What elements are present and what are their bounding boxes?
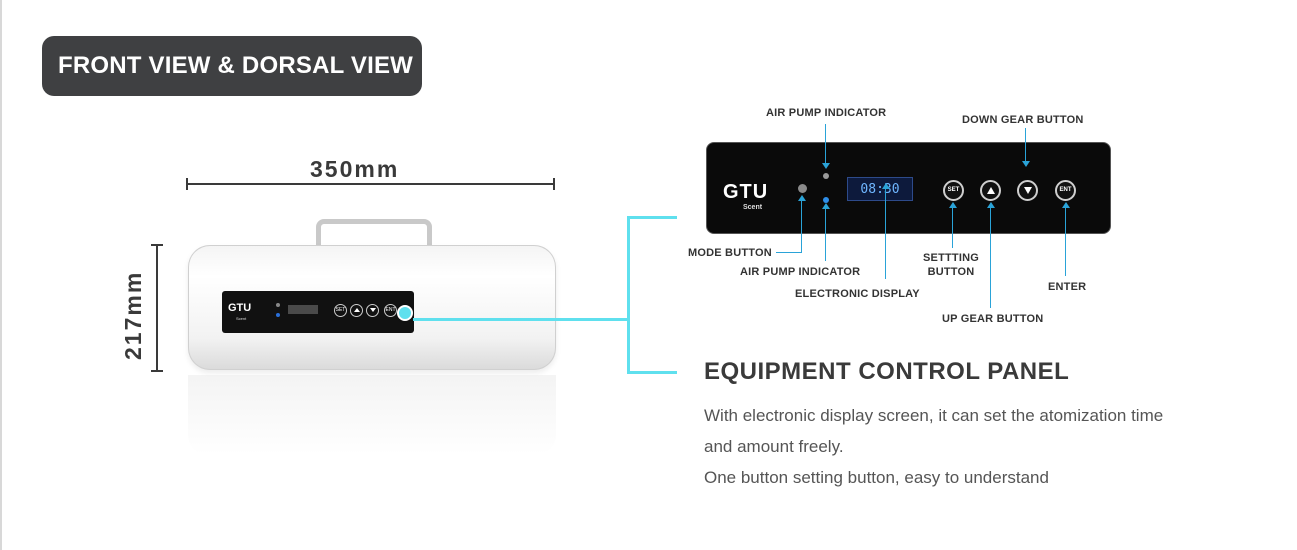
up-gear-button	[980, 180, 1001, 201]
width-dimension-tick-left	[186, 178, 188, 190]
set-button: SET	[943, 180, 964, 201]
down-arrow-icon	[1023, 187, 1032, 194]
panel-logo-sub: Scent	[743, 204, 763, 211]
height-dimension-tick-top	[151, 244, 163, 246]
connector-bracket-bottom	[627, 371, 677, 374]
device-logo: GTU	[228, 302, 252, 314]
callout-air-pump-indicator-top: AIR PUMP INDICATOR	[766, 107, 887, 119]
down-gear-button	[1017, 180, 1038, 201]
arrow-setting	[952, 206, 953, 248]
arrow-head-air-pump-bottom	[822, 203, 830, 209]
device-set-button: SET	[334, 304, 347, 317]
arrow-head-air-pump-top	[822, 163, 830, 169]
up-arrow-icon	[986, 187, 995, 194]
section-header: FRONT VIEW & DORSAL VIEW	[42, 36, 422, 96]
arrow-display	[885, 188, 886, 279]
arrow-enter	[1065, 206, 1066, 276]
panel-logo: GTU	[723, 181, 769, 203]
arrow-up-gear	[990, 206, 991, 308]
arrow-head-display	[882, 183, 890, 189]
callout-enter: ENTER	[1048, 281, 1087, 293]
height-dimension-tick-bottom	[151, 370, 163, 372]
callout-up-gear-button: UP GEAR BUTTON	[942, 313, 1044, 325]
arrow-head-up-gear	[987, 202, 995, 208]
mode-button-led	[798, 184, 807, 193]
width-dimension-label: 350mm	[310, 156, 400, 182]
height-dimension-label: 217mm	[120, 270, 146, 360]
page-left-border	[0, 0, 2, 550]
connector-bracket-top	[627, 216, 677, 219]
callout-air-pump-indicator-bottom: AIR PUMP INDICATOR	[740, 266, 861, 278]
arrow-head-mode	[798, 195, 806, 201]
arrow-down-gear	[1025, 128, 1026, 162]
callout-setting-button: SETTTING BUTTON	[920, 252, 982, 278]
device-mode-led	[276, 303, 280, 307]
air-pump-led-bottom	[823, 197, 829, 203]
arrow-head-enter	[1062, 202, 1070, 208]
description-line-3: One button setting button, easy to under…	[704, 468, 1049, 487]
callout-down-gear-button: DOWN GEAR BUTTON	[962, 114, 1084, 126]
height-dimension-line	[156, 244, 158, 372]
callout-mode-button: MODE BUTTON	[688, 247, 772, 259]
connector-dot	[397, 305, 413, 321]
electronic-display: 08:30	[847, 177, 913, 201]
callout-setting-button-line1: SETTTING	[923, 252, 979, 264]
callout-electronic-display: ELECTRONIC DISPLAY	[795, 288, 920, 300]
device-handle	[316, 219, 432, 251]
device-mini-panel: GTU Scent SET ENT	[222, 291, 414, 333]
connector-bracket-vertical	[627, 216, 630, 374]
device-display	[288, 305, 318, 314]
equipment-panel-title: EQUIPMENT CONTROL PANEL	[704, 358, 1070, 385]
air-pump-led-top	[823, 173, 829, 179]
device-logo-sub: Scent	[236, 316, 247, 321]
description-line-1: With electronic display screen, it can s…	[704, 406, 1164, 425]
device-enter-button: ENT	[384, 304, 397, 317]
section-header-title: FRONT VIEW & DORSAL VIEW	[58, 52, 414, 79]
device-reflection	[188, 375, 556, 455]
callout-setting-button-line2: BUTTON	[927, 266, 975, 278]
enter-button: ENT	[1055, 180, 1076, 201]
control-panel: GTU Scent 08:30 SET ENT	[706, 142, 1111, 234]
device-down-button	[366, 304, 379, 317]
arrow-mode-line-h	[776, 252, 802, 253]
width-dimension-line	[186, 183, 555, 185]
arrow-mode-line-v	[801, 200, 802, 253]
connector-line-horizontal	[413, 318, 630, 321]
arrow-air-pump-bottom	[825, 207, 826, 261]
device-pump-led	[276, 313, 280, 317]
arrow-head-setting	[949, 202, 957, 208]
arrow-head-down-gear	[1022, 161, 1030, 167]
device-up-button	[350, 304, 363, 317]
description-line-2: and amount freely.	[704, 437, 844, 456]
width-dimension-tick-right	[553, 178, 555, 190]
arrow-air-pump-top	[825, 124, 826, 164]
